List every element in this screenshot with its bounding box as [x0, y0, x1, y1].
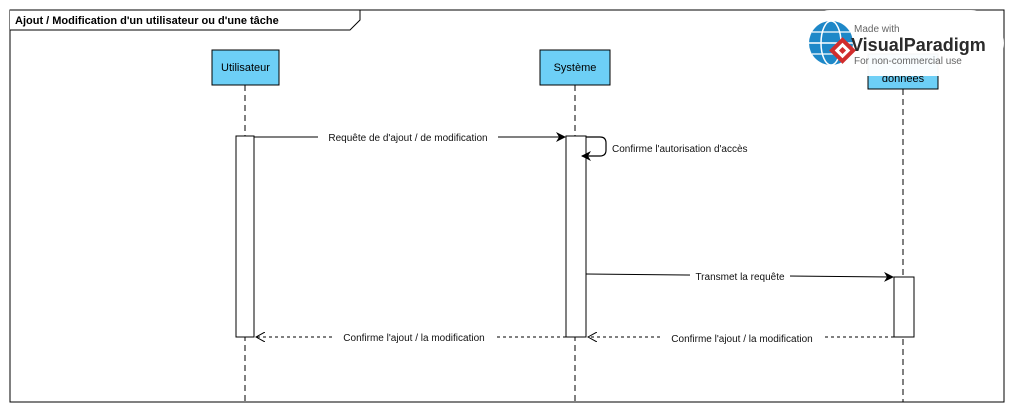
frame-title: Ajout / Modification d'un utilisateur ou… [15, 15, 279, 27]
lifeline-user-head[interactable] [211, 49, 280, 86]
watermark-brand-visual: Visual [851, 35, 904, 55]
message-request-label: Requête de d'ajout / de modification [328, 133, 487, 144]
lifeline-system-head[interactable] [539, 49, 611, 86]
message-return-system-label-bg [661, 331, 823, 343]
activation-db [893, 276, 915, 338]
message-return-user-label: Confirme l'ajout / la modification [343, 333, 484, 344]
watermark-non-commercial: For non-commercial use [854, 56, 962, 67]
activation-system [565, 135, 587, 338]
watermark-made-with: Made with [854, 24, 900, 35]
lifeline-user-name: Utilisateur [221, 62, 270, 74]
activation-user [235, 135, 255, 338]
lifeline-system-name: Système [554, 62, 597, 74]
watermark-brand: VisualParadigm [851, 35, 986, 55]
message-forward-label-bg [690, 270, 790, 282]
message-self-check-label: Confirme l'autorisation d'accès [612, 144, 748, 155]
message-self-check-arrow[interactable] [581, 136, 607, 161]
message-return-system-label: Confirme l'ajout / la modification [671, 334, 812, 345]
message-request-label-bg [318, 131, 498, 143]
message-forward-label: Transmet la requête [695, 272, 785, 283]
visual-paradigm-watermark: Made with VisualParadigm For non-commerc… [797, 10, 1004, 76]
diagram-frame [9, 9, 1005, 403]
message-return-user-label-bg [333, 331, 495, 343]
watermark-background [797, 10, 1004, 76]
frame-title-tab [10, 9, 361, 31]
watermark-brand-paradigm: Paradigm [904, 35, 986, 55]
